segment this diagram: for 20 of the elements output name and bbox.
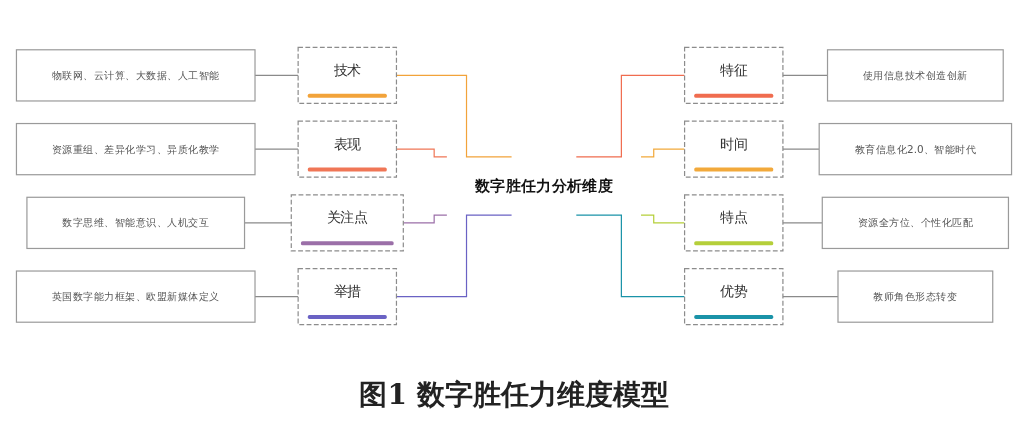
node-box: 物联网、云计算、大数据、人工智能 [15,49,256,102]
node-box: 教育信息化2.0、智能时代 [818,122,1013,176]
node-box: 使用信息技术创造创新 [826,49,1004,102]
node-box: 特征 [684,46,784,104]
node-box: 资源重组、差异化学习、异质化教学 [15,122,256,176]
node-box: 优势 [684,268,784,326]
node-box: 时间 [684,120,784,178]
connector [782,148,820,150]
connector [782,222,823,224]
node-text: 数字胜任力分析维度 [475,176,613,195]
figure-caption: 图1 数字胜任力维度模型 [359,378,669,411]
node-box: 举措 [297,268,398,326]
node-box: 特点 [684,194,784,252]
node-box: 资源全方位、个性化匹配 [821,196,1010,250]
node-box: 数字思维、智能意识、人机交互 [26,196,246,250]
node-box: 技术 [297,46,398,104]
node-box: 关注点 [290,194,404,252]
node-box: 英国数字能力框架、欧盟新媒体定义 [15,270,256,323]
node-box: 表现 [297,120,398,178]
node-box: 教师角色形态转变 [837,270,994,323]
